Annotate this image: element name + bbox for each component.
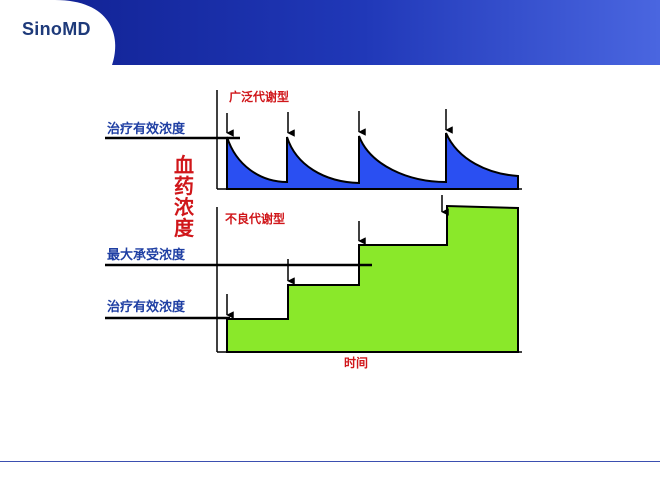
top-panel: 治疗有效浓度 广泛代谢型 — [105, 89, 522, 190]
top-threshold-label: 治疗有效浓度 — [107, 121, 186, 137]
header-banner — [0, 0, 660, 65]
y-axis-label-char: 浓 — [174, 195, 195, 219]
x-axis-label: 时间 — [344, 355, 368, 370]
bottom-dose-arrows — [226, 195, 449, 319]
poor-concentration-area — [226, 204, 519, 353]
max-threshold-label: 最大承受浓度 — [107, 247, 186, 263]
extensive-concentration-area — [226, 132, 519, 190]
logo-backdrop — [0, 0, 116, 65]
y-axis-label: 血 药 浓 度 — [174, 153, 195, 240]
top-panel-title: 广泛代谢型 — [229, 89, 289, 104]
y-axis-label-char: 药 — [174, 174, 194, 198]
y-axis-label-char: 度 — [174, 216, 195, 240]
footer-divider — [0, 461, 660, 462]
min-threshold-label: 治疗有效浓度 — [107, 299, 186, 315]
top-dose-arrows — [226, 109, 453, 137]
bottom-panel: 最大承受浓度 治疗有效浓度 不良代谢型 时间 — [105, 195, 522, 370]
y-axis-label-char: 血 — [174, 153, 194, 177]
brand-logo: SinoMD — [22, 19, 91, 39]
bottom-panel-title: 不良代谢型 — [225, 211, 285, 226]
